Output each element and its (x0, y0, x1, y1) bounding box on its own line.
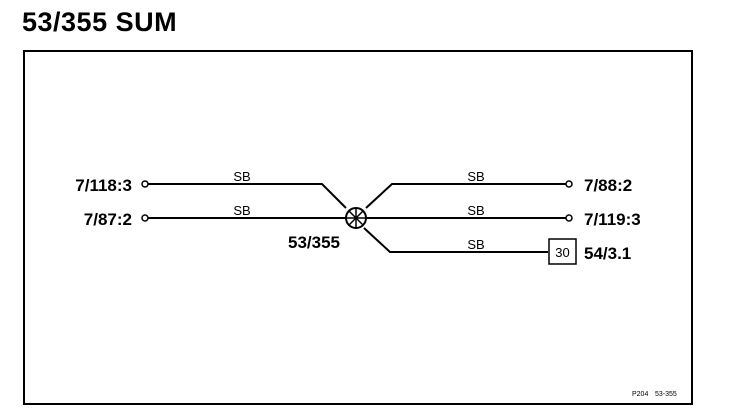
wire-left-1-color-label: SB (233, 169, 250, 184)
footer-code: P204 (632, 391, 648, 398)
splice-label: 53/355 (288, 233, 340, 252)
wire-right-3-connector-label: 54/3.1 (584, 244, 631, 263)
wire-right-2-connector-label: 7/119:3 (584, 210, 641, 229)
page-title: 53/355 SUM (22, 7, 178, 37)
wire-left-2: 7/87:2 SB (84, 203, 345, 229)
wire-left-1-line (148, 183, 347, 209)
terminal-box-label: 30 (555, 245, 569, 260)
wire-right-2: 7/119:3 SB (367, 203, 641, 229)
wire-right-2-terminal-icon (565, 214, 573, 222)
wire-right-1-line (365, 183, 566, 209)
wire-left-2-connector-label: 7/87:2 (84, 210, 132, 229)
wire-left-2-terminal-icon (141, 214, 149, 222)
wire-right-3-color-label: SB (467, 237, 484, 252)
terminal-box (548, 238, 577, 265)
wire-left-2-color-label: SB (233, 203, 250, 218)
wire-left-1-connector-label: 7/118:3 (75, 176, 132, 195)
splice-node-icon (345, 207, 367, 229)
wire-left-1-terminal-icon (141, 180, 149, 188)
wire-left-1: 7/118:3 SB (75, 169, 347, 209)
wire-right-1-color-label: SB (467, 169, 484, 184)
wire-right-3-line (363, 227, 548, 253)
wire-right-1: 7/88:2 SB (365, 169, 632, 209)
wire-right-1-terminal-icon (565, 180, 573, 188)
wire-right-1-connector-label: 7/88:2 (584, 176, 632, 195)
wire-right-2-color-label: SB (467, 203, 484, 218)
footer-ref: 53-355 (655, 391, 677, 398)
diagram-frame (23, 50, 693, 405)
wire-right-3: 30 54/3.1 SB (363, 227, 631, 265)
